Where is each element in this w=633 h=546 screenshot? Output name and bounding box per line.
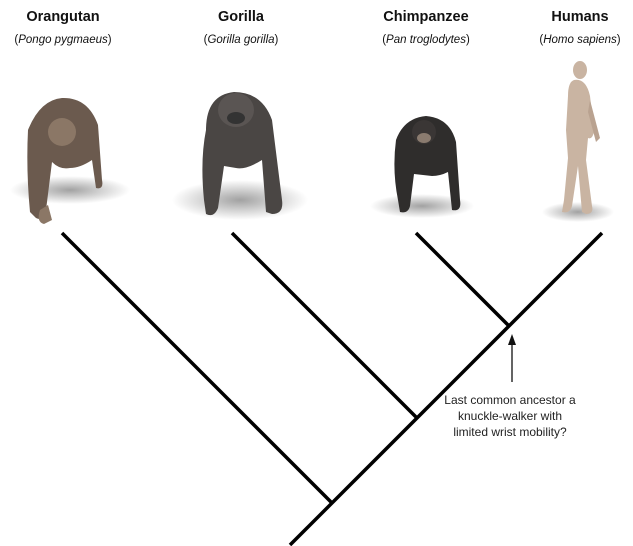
chimpanzee-figure	[370, 116, 474, 218]
annotation-line: limited wrist mobility?	[440, 424, 580, 440]
annotation-line: knuckle-walker with	[440, 408, 580, 424]
ancestor-arrow	[508, 334, 516, 382]
branch-orangutan	[62, 233, 331, 502]
branch-human	[290, 233, 602, 545]
tree-branches	[62, 233, 602, 545]
human-figure	[542, 61, 614, 222]
orangutan-figure	[10, 98, 130, 224]
branch-chimpanzee	[416, 233, 508, 325]
gorilla-figure	[172, 92, 308, 220]
annotation-line: Last common ancestor a	[440, 392, 580, 408]
ancestor-annotation: Last common ancestor a knuckle-walker wi…	[440, 392, 580, 440]
branch-gorilla	[232, 233, 416, 417]
